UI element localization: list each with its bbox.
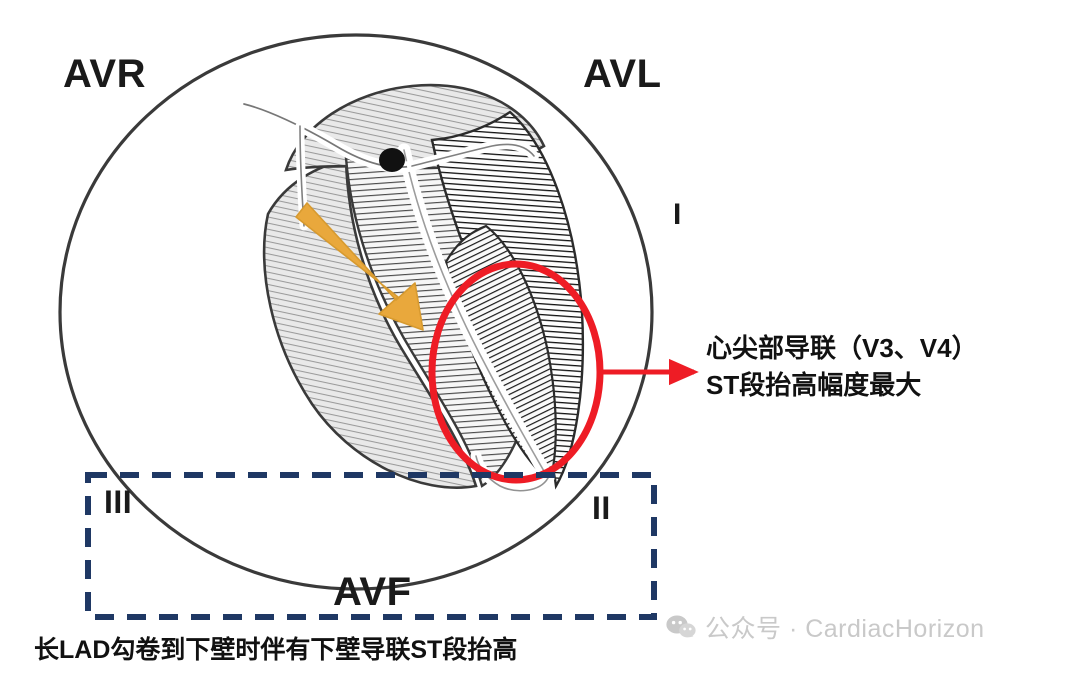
apex-myocardium <box>444 224 557 484</box>
watermark: 公众号 · CardiacHorizon <box>666 609 985 645</box>
lead-label-avr: AVR <box>63 52 146 96</box>
lad-coronary-groove-outline <box>403 149 549 479</box>
watermark-text: 公众号 · CardiacHorizon <box>705 615 985 643</box>
occlusion-dot <box>379 148 405 172</box>
wechat-icon <box>666 615 696 638</box>
lead-label-iii: III <box>104 484 133 520</box>
lead-label-avl: AVL <box>583 52 662 96</box>
lead-label-avf: AVF <box>333 570 412 614</box>
annotation-line-2: ST段抬高幅度最大 <box>706 369 922 400</box>
circumflex-branch-outline <box>411 143 535 167</box>
inferior-leads-dashed-box <box>85 472 657 620</box>
annotation-line-1: 心尖部导联（V3、V4） <box>706 333 978 363</box>
lead-label-ii: II <box>592 490 611 526</box>
flow-arrow-orange <box>295 202 424 331</box>
lead-label-i: I <box>673 198 682 231</box>
apex-lead-annotation: 心尖部导联（V3、V4） ST段抬高幅度最大 <box>706 330 1066 404</box>
figure-caption: 长LAD勾卷到下壁时伴有下壁导联ST段抬高 <box>34 636 518 664</box>
heart-body <box>238 83 585 497</box>
